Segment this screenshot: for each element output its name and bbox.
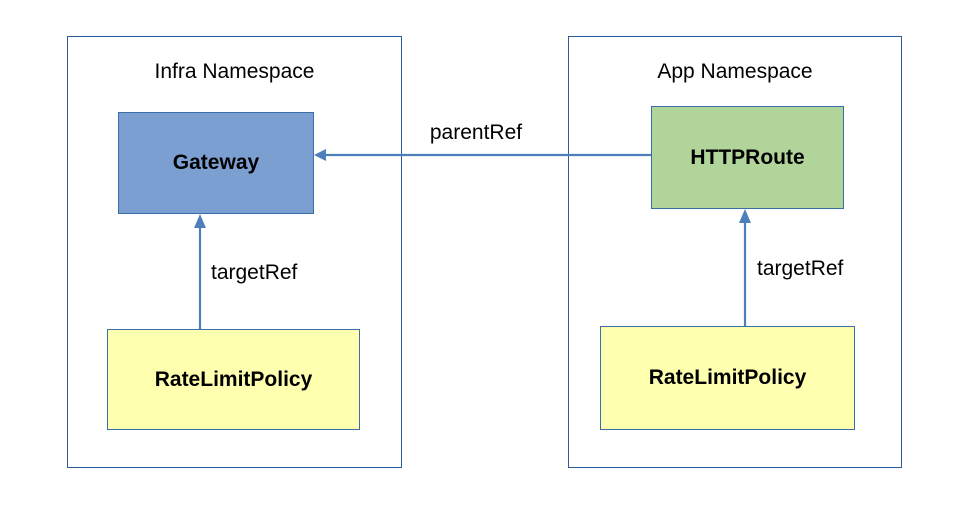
node-infra-ratelimitpolicy[interactable]: RateLimitPolicy bbox=[107, 329, 360, 430]
edge-label-parent-ref: parentRef bbox=[429, 121, 523, 144]
container-infra-namespace-label: Infra Namespace bbox=[154, 60, 315, 83]
node-httproute[interactable]: HTTPRoute bbox=[651, 106, 844, 209]
container-app-namespace-label: App Namespace bbox=[657, 60, 813, 83]
edge-label-infra-target-ref: targetRef bbox=[211, 261, 298, 284]
node-app-ratelimitpolicy[interactable]: RateLimitPolicy bbox=[600, 326, 855, 430]
edge-label-app-target-ref: targetRef bbox=[757, 257, 844, 280]
node-gateway[interactable]: Gateway bbox=[118, 112, 314, 214]
